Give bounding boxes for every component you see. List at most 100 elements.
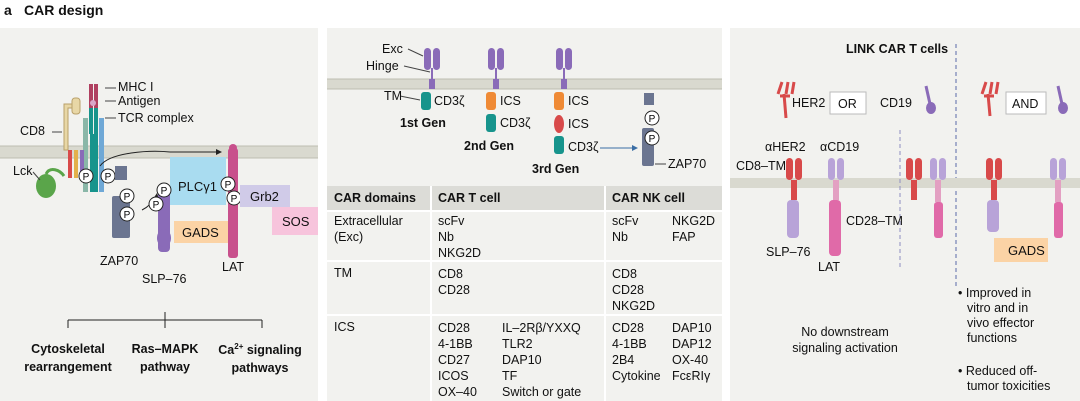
- gen2-ics: [486, 92, 496, 110]
- table-cell: CD28 4-1BB CD27 ICOS OX–40: [438, 321, 477, 399]
- link-car-title: LINK CAR T cells: [846, 42, 949, 56]
- zap70-block: [115, 166, 127, 180]
- label-exc: Exc: [382, 42, 403, 56]
- panel-letter: a: [4, 2, 12, 18]
- label-lat: LAT: [222, 260, 244, 274]
- label-her2: HER2: [792, 96, 826, 110]
- label-gen1: 1st Gen: [400, 116, 446, 130]
- gen2-cd3z: [486, 114, 496, 132]
- label-gen2-cd3z: CD3ζ: [500, 116, 531, 130]
- label-hinge: Hinge: [366, 59, 399, 73]
- bullet-improved: • Improved in vitro and in vivo effector…: [958, 286, 1035, 345]
- link-car-diagram: [730, 44, 1080, 288]
- label-grb2: Grb2: [250, 189, 279, 204]
- svg-text:P: P: [124, 210, 131, 221]
- table-header-domains: CAR domains: [334, 191, 416, 205]
- tcr-signaling-diagram: P P P P P P P P: [0, 84, 318, 328]
- label-acd19: αCD19: [820, 140, 860, 154]
- table-header-car-nk: CAR NK cell: [612, 191, 685, 205]
- label-gen3: 3rd Gen: [532, 162, 580, 176]
- label-cd28tm: CD28–TM: [846, 214, 903, 228]
- car-generations-diagram: P P: [327, 48, 722, 166]
- bullet-reduced: • Reduced off- tumor toxicities: [958, 364, 1051, 393]
- label-lck: Lck: [13, 164, 33, 178]
- table-cell: DAP10 DAP12 OX-40 FcεRIγ: [672, 321, 712, 383]
- gen1-scfv-a: [424, 48, 431, 70]
- gen1-cd3z: [421, 92, 431, 110]
- table-cell: CD8 CD28: [438, 267, 470, 297]
- label-mhc: MHC I: [118, 80, 154, 94]
- table-cell: IL–2Rβ/YXXQ TLR2 DAP10 TF Switch or gate: [502, 321, 582, 399]
- table-cell: CD8 CD28 NKG2D: [612, 267, 656, 313]
- svg-text:P: P: [649, 114, 656, 125]
- antigen-dot: [90, 100, 96, 106]
- cd19-antigen: [924, 85, 932, 105]
- table-header-row: [327, 186, 722, 210]
- table-row: Extracellular (Exc): [334, 214, 403, 244]
- label-zap70-mid: ZAP70: [668, 157, 707, 171]
- label-cd8tm: CD8–TM: [736, 159, 787, 173]
- plcg1-box: [170, 157, 226, 205]
- label-tm: TM: [384, 89, 403, 103]
- table-cell: NKG2D FAP: [672, 214, 716, 244]
- gads-right-box: [994, 238, 1048, 262]
- svg-text:P: P: [225, 180, 232, 191]
- table-cell: scFv Nb: [612, 214, 639, 244]
- label-gen1-cd3z: CD3ζ: [434, 94, 465, 108]
- svg-text:P: P: [153, 200, 160, 211]
- label-zap70: ZAP70: [100, 254, 139, 268]
- label-gen3-cd3z: CD3ζ: [568, 140, 599, 154]
- table-cell: CD28 4-1BB 2B4 Cytokine: [612, 321, 661, 383]
- membrane: [0, 146, 318, 158]
- label-antigen: Antigen: [118, 94, 161, 108]
- label-tcr: TCR complex: [118, 111, 194, 125]
- label-or: OR: [838, 97, 857, 111]
- table-row: ICS: [334, 320, 355, 334]
- mhc-bar: [89, 84, 93, 110]
- label-lat-right: LAT: [818, 260, 840, 274]
- lat-cyto: [829, 200, 841, 256]
- pathway-ca-signaling: Ca2+ signaling pathways: [218, 342, 302, 376]
- label-gads-right: GADS: [1008, 243, 1045, 258]
- slp76-cyto: [787, 200, 799, 238]
- label-slp76-right: SLP–76: [766, 245, 811, 259]
- table-cell: scFv Nb NKG2D: [438, 214, 482, 260]
- label-sos: SOS: [282, 214, 310, 229]
- svg-text:P: P: [124, 192, 131, 203]
- pathway-cytoskeletal: Cytoskeletal rearrangement: [24, 342, 112, 374]
- and-box: [1005, 91, 1047, 115]
- gen3-cd3z: [554, 136, 564, 154]
- svg-text:P: P: [649, 134, 656, 145]
- label-gen2: 2nd Gen: [464, 139, 515, 153]
- gads-box: [174, 221, 232, 243]
- figure-title: CAR design: [24, 2, 104, 18]
- label-cd8: CD8: [20, 124, 46, 138]
- middle-panel: [327, 28, 722, 401]
- lck-kinase: [36, 174, 56, 198]
- her2-antigen: [776, 81, 796, 119]
- grb2-box: [240, 185, 290, 207]
- label-cd19: CD19: [880, 96, 912, 110]
- cd8-coreceptor: [63, 103, 73, 151]
- label-aher2: αHER2: [765, 140, 806, 154]
- label-gen3-ics-b: ICS: [568, 117, 589, 131]
- pathway-ras-mapk: Ras–MAPK pathway: [131, 342, 199, 374]
- no-activation-text: No downstream signaling activation: [792, 325, 898, 355]
- zap70-mid: [644, 93, 654, 105]
- label-and: AND: [1012, 97, 1039, 111]
- label-gads: GADS: [182, 225, 219, 240]
- gen3-ics-b: [554, 115, 564, 133]
- or-box: [829, 91, 867, 115]
- label-gen2-ics: ICS: [500, 94, 521, 108]
- table-header-car-t: CAR T cell: [438, 191, 501, 205]
- svg-text:P: P: [83, 172, 90, 183]
- label-plcg1: PLCγ1: [178, 179, 218, 194]
- svg-text:P: P: [231, 194, 238, 205]
- svg-text:P: P: [105, 172, 112, 183]
- gen3-ics-a: [554, 92, 564, 110]
- label-slp76: SLP–76: [142, 272, 187, 286]
- table-row: TM: [334, 266, 353, 280]
- label-gen3-ics-a: ICS: [568, 94, 589, 108]
- sos-box: [272, 207, 318, 235]
- svg-text:P: P: [161, 186, 168, 197]
